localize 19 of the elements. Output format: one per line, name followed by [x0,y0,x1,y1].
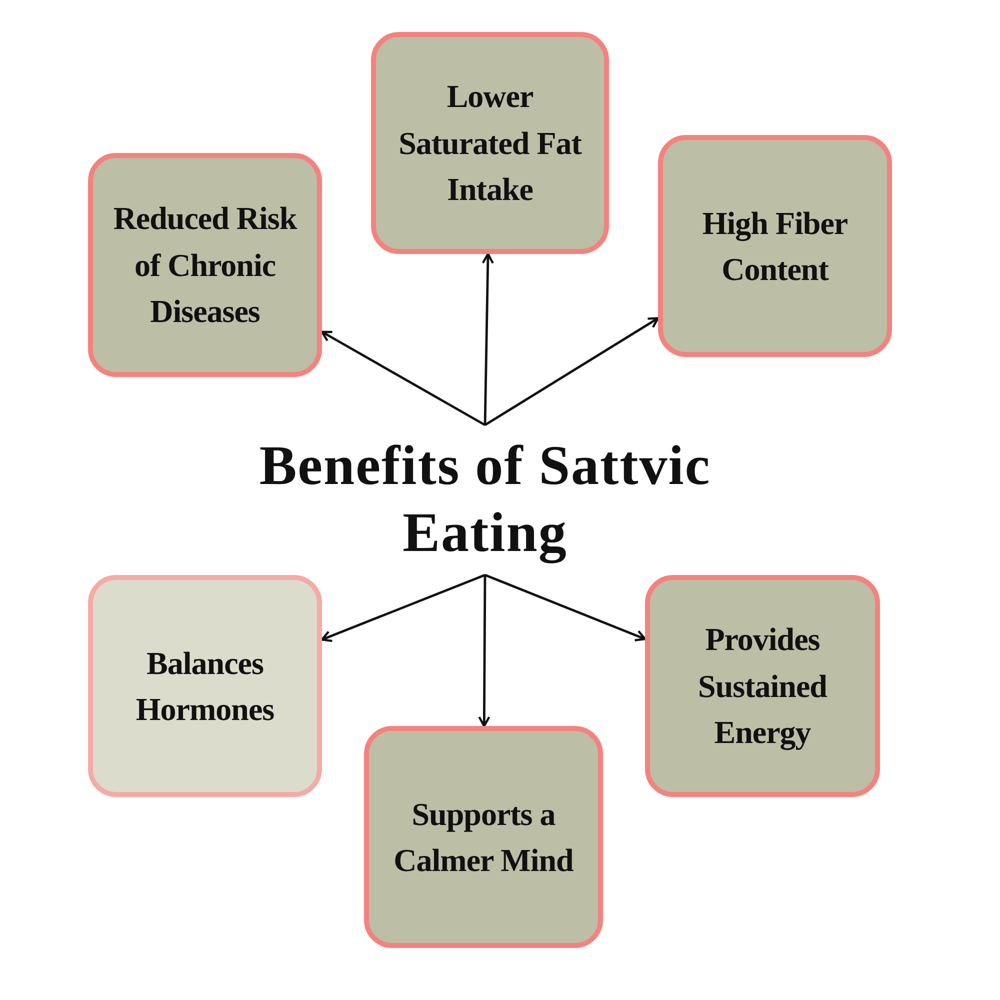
arrow [484,317,660,426]
arrow [484,574,646,642]
benefit-text: Supports a Calmer Mind [392,794,574,880]
benefit-card [371,32,609,254]
benefit-text: Reduced Risk of Chronic Diseases [112,199,298,332]
benefit-card [658,135,892,357]
benefit-text: Lower Saturated Fat Intake [398,77,583,210]
benefit-card [88,575,322,797]
arrow [482,252,494,426]
benefit-card [645,575,880,797]
benefit-text: High Fiber Content [701,204,849,289]
benefit-text: Balances Hormones [134,644,276,729]
benefit-card [88,153,322,377]
arrow [478,575,490,728]
center-heading: Benefits of Sattvic Eating [258,434,712,566]
arrow [320,574,486,642]
arrow [320,330,486,426]
benefit-text: Provides Sustained Energy [697,620,828,752]
benefit-card [364,726,603,948]
